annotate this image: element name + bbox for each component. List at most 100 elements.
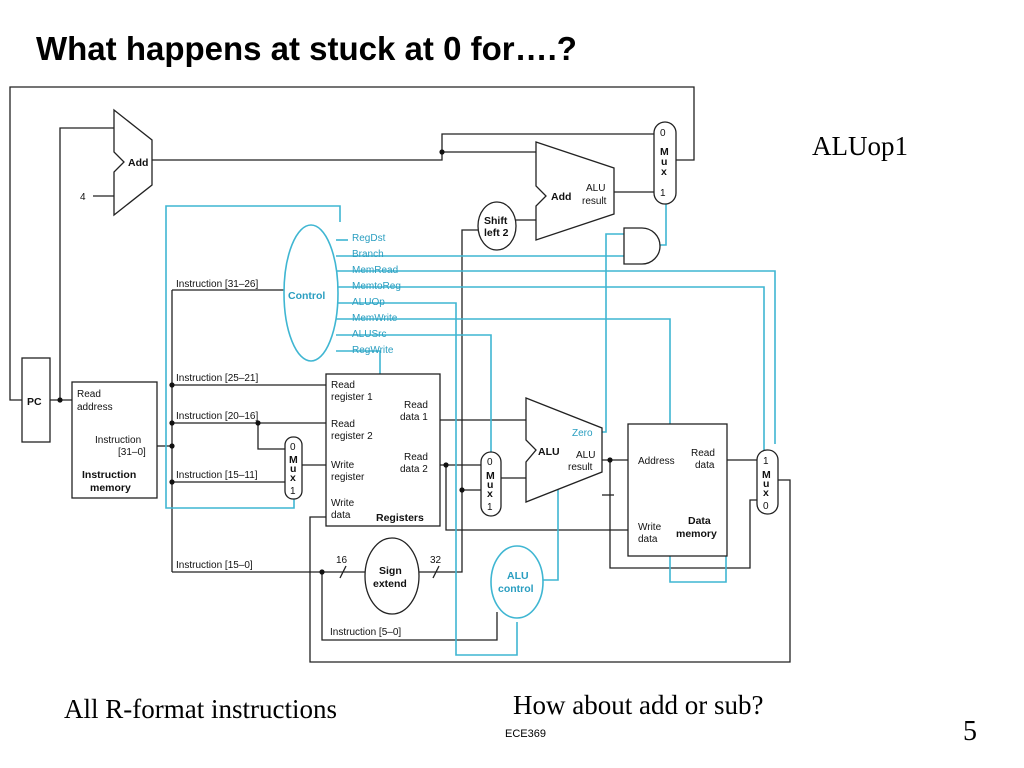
svg-text:Data: Data (688, 515, 711, 527)
svg-text:data 1: data 1 (400, 412, 428, 423)
svg-text:u: u (487, 479, 493, 491)
svg-text:Read: Read (404, 400, 428, 411)
svg-text:M: M (289, 454, 298, 466)
instr-25-21-label: Instruction [25–21] (176, 373, 258, 384)
svg-text:register: register (331, 472, 365, 483)
svg-text:u: u (661, 156, 667, 168)
register-file: Read register 1 Read register 2 Write re… (325, 373, 441, 527)
svg-text:u: u (290, 463, 296, 475)
svg-text:Instruction: Instruction (95, 435, 141, 446)
svg-text:ALU: ALU (507, 570, 529, 582)
svg-text:data 2: data 2 (400, 464, 428, 475)
svg-text:result: result (582, 196, 607, 207)
svg-text:x: x (290, 472, 296, 484)
program-counter: PC (21, 357, 51, 443)
svg-text:control: control (498, 583, 534, 595)
svg-text:32: 32 (430, 555, 442, 566)
svg-text:0: 0 (660, 128, 666, 139)
alu-zero-label: Zero (572, 428, 593, 439)
svg-text:memory: memory (90, 482, 131, 494)
constant-four: 4 (80, 192, 86, 203)
sign-extend: Sign extend 16 32 (336, 537, 442, 615)
svg-text:0: 0 (487, 457, 493, 468)
svg-text:Read: Read (331, 380, 355, 391)
svg-text:data: data (638, 534, 658, 545)
svg-text:memory: memory (676, 528, 717, 540)
note-add-or-sub-question: How about add or sub? (513, 690, 764, 720)
svg-text:x: x (763, 487, 769, 499)
note-r-format-instructions: All R-format instructions (64, 694, 337, 724)
shift-left-2: Shift left 2 (477, 201, 517, 251)
instr-15-0-label: Instruction [15–0] (176, 560, 253, 571)
alu-control: ALU control (490, 545, 544, 619)
signal-memtoreg: MemtoReg (352, 281, 401, 292)
alu-label: ALU (538, 446, 560, 458)
pc-source-mux: 0 M u x 1 (653, 121, 677, 205)
note-aluop1: ALUop1 (812, 131, 908, 161)
datapath-wires (9, 86, 791, 663)
pc-adder-label: Add (128, 157, 148, 169)
svg-text:Read: Read (331, 419, 355, 430)
svg-text:0: 0 (763, 501, 769, 512)
svg-text:Instruction: Instruction (82, 469, 136, 481)
svg-text:Address: Address (638, 456, 675, 467)
instruction-field-labels: Instruction [31–26] Instruction [25–21] … (176, 279, 401, 638)
svg-text:Write: Write (331, 460, 355, 471)
control-unit: Control RegDst Branch MemRead MemtoReg A… (283, 224, 401, 362)
alusrc-mux: 0 M u x 1 (480, 451, 502, 517)
svg-text:Read: Read (691, 448, 715, 459)
svg-text:16: 16 (336, 555, 348, 566)
svg-text:data: data (695, 460, 715, 471)
wire-junctions (57, 149, 613, 575)
svg-text:1: 1 (487, 502, 493, 513)
svg-text:Sign: Sign (379, 565, 402, 577)
instr-31-26-label: Instruction [31–26] (176, 279, 258, 290)
svg-text:M: M (486, 470, 495, 482)
svg-text:u: u (763, 478, 769, 490)
branch-and-gate (623, 227, 661, 265)
svg-text:register 2: register 2 (331, 431, 373, 442)
instruction-memory: Read address Instruction [31–0] Instruct… (71, 381, 158, 499)
footer-course-code: ECE369 (505, 728, 546, 740)
svg-text:Shift: Shift (484, 215, 508, 227)
svg-text:1: 1 (763, 456, 769, 467)
svg-text:ALU: ALU (586, 183, 605, 194)
svg-text:Write: Write (638, 522, 662, 533)
svg-text:address: address (77, 402, 113, 413)
regdst-mux: 0 M u x 1 (284, 436, 303, 500)
svg-text:M: M (762, 469, 771, 481)
svg-text:Read: Read (77, 389, 101, 400)
signal-alusrc: ALUSrc (352, 329, 386, 340)
slide-title: What happens at stuck at 0 for….? (36, 30, 577, 67)
svg-text:Registers: Registers (376, 512, 424, 524)
svg-text:M: M (660, 146, 669, 158)
signal-regwrite: RegWrite (352, 345, 394, 356)
instr-15-11-label: Instruction [15–11] (176, 470, 258, 481)
pc-adder: Add 4 (80, 108, 153, 217)
branch-adder: Add ALU result (535, 141, 615, 241)
svg-text:1: 1 (290, 486, 296, 497)
svg-text:Write: Write (331, 498, 355, 509)
svg-text:data: data (331, 510, 351, 521)
pc-label: PC (27, 396, 42, 408)
memtoreg-mux: 1 M u x 0 (756, 449, 779, 515)
svg-text:register 1: register 1 (331, 392, 373, 403)
svg-text:1: 1 (660, 188, 666, 199)
control-label: Control (288, 290, 325, 302)
signal-regdst: RegDst (352, 233, 386, 244)
svg-text:extend: extend (373, 578, 407, 590)
svg-text:x: x (487, 488, 493, 500)
svg-text:result: result (568, 462, 593, 473)
branch-adder-label: Add (551, 191, 571, 203)
svg-text:0: 0 (290, 442, 296, 453)
signal-memread: MemRead (352, 265, 398, 276)
svg-text:ALU: ALU (576, 450, 595, 461)
svg-text:x: x (661, 166, 667, 178)
signal-branch: Branch (352, 249, 384, 260)
svg-text:[31–0]: [31–0] (118, 447, 146, 458)
instr-5-0-label: Instruction [5–0] (330, 627, 401, 638)
data-memory: Address Read data Write data Data memory (627, 423, 728, 557)
signal-memwrite: MemWrite (352, 313, 398, 324)
instr-20-16-label: Instruction [20–16] (176, 411, 258, 422)
